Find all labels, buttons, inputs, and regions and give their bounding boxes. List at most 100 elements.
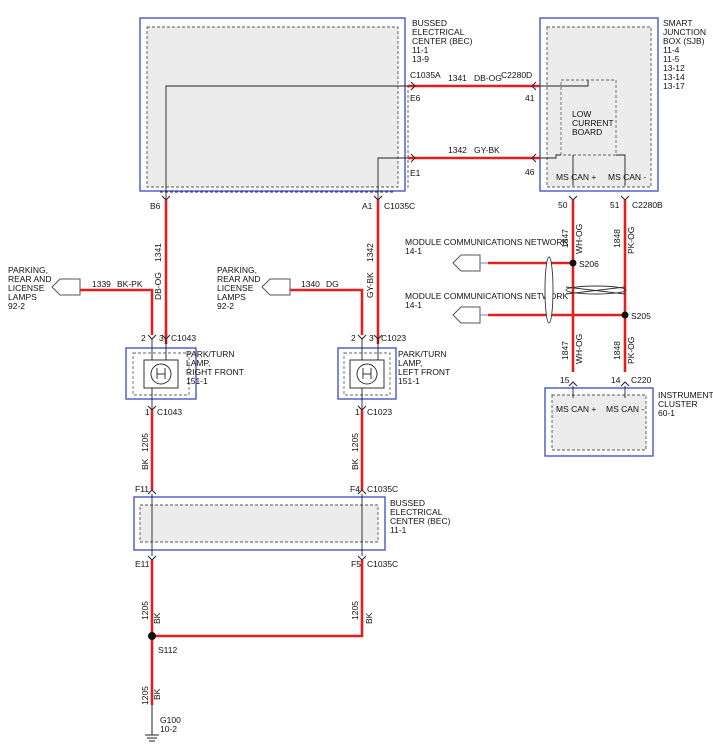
lamp-lf-label-1: PARK/TURN — [398, 349, 447, 359]
mid-parking-label-2: REAR AND — [217, 274, 260, 284]
lamp-rf-label-3: RIGHT FRONT — [186, 367, 244, 377]
wire-1205-right-lower — [152, 560, 364, 638]
lamp-right-front: 2 3 C1043 PARK/TURN LAMP, RIGHT FRONT 15… — [125, 333, 244, 417]
bec-top-title-1: BUSSED — [412, 18, 447, 28]
wire-1205-l2-num: 1205 — [140, 601, 150, 620]
wire-1205-l1-num: 1205 — [140, 433, 150, 452]
lamp-lf-pin2: 2 — [351, 333, 356, 343]
wire-1205-l2-color: BK — [152, 612, 162, 624]
bec-top-pin-c1035c: C1035C — [384, 201, 415, 211]
lamp-lf-label-4: 151-1 — [398, 376, 420, 386]
network-label2-ref: 14-1 — [405, 300, 422, 310]
wire-1848-a-num: 1848 — [612, 229, 622, 248]
left-parking-label-2: REAR AND — [8, 274, 51, 284]
wire-1205-bottom-num: 1205 — [140, 686, 150, 705]
lamp-rf-label-2: LAMP, — [186, 358, 210, 368]
wire-1342-vert-color: GY-BK — [365, 272, 375, 298]
wire-1341-top-color: DB-OG — [474, 73, 502, 83]
lcb-label-2: CURRENT — [572, 118, 614, 128]
mid-parking-label-1: PARKING, — [217, 265, 257, 275]
sjb-title-4: 11-4 — [663, 45, 680, 55]
ground-g100-label: G100 — [160, 715, 181, 725]
cluster-ms-can-minus: MS CAN - — [606, 404, 644, 414]
lamp-left-front: 2 3 C1023 PARK/TURN LAMP, LEFT FRONT 151… — [337, 333, 450, 417]
cluster-title-1: INSTRUMENT — [658, 390, 713, 400]
left-parking-label-1: PARKING, — [8, 265, 48, 275]
cluster-title-3: 60-1 — [658, 408, 675, 418]
mid-parking-label-3: LICENSE — [217, 283, 254, 293]
sjb: SMART JUNCTION BOX (SJB) 11-4 11-5 13-12… — [501, 17, 706, 210]
network-ref-1: MODULE COMMUNICATIONS NETWORK 14-1 — [405, 237, 569, 272]
sjb-title-7: 13-14 — [663, 72, 685, 82]
lcb-label-3: BOARD — [572, 127, 602, 137]
wire-1848-b-num: 1848 — [612, 341, 622, 360]
lamp-lf-label-3: LEFT FRONT — [398, 367, 450, 377]
left-parking-label-5: 92-2 — [8, 301, 25, 311]
bec-bottom-title-3: CENTER (BEC) — [390, 516, 451, 526]
bec-top-pin-a1: A1 — [362, 201, 373, 211]
bec-bottom-f11: F11 — [135, 484, 149, 494]
bec-bottom-f4: F4 — [350, 484, 360, 494]
wire-1205-r1-color: BK — [350, 458, 360, 470]
splice-s206 — [569, 259, 577, 267]
bec-top: BUSSED ELECTRICAL CENTER (BEC) 11-1 13-9… — [139, 17, 473, 211]
lcb-label-1: LOW — [572, 109, 591, 119]
wire-1205-bottom-color: BK — [152, 688, 162, 700]
sjb-title-2: JUNCTION — [663, 27, 706, 37]
wire-1341-top-num: 1341 — [448, 73, 467, 83]
left-parking-label-3: LICENSE — [8, 283, 45, 293]
sjb-pin-50: 50 — [558, 200, 568, 210]
splice-s112 — [148, 632, 156, 640]
wire-1339-num: 1339 — [92, 279, 111, 289]
sjb-pin-46: 46 — [525, 167, 535, 177]
bec-bottom-e11: E11 — [135, 559, 150, 569]
sjb-title-3: BOX (SJB) — [663, 36, 705, 46]
wire-1205-r2-color: BK — [364, 612, 374, 624]
network-ref-2: MODULE COMMUNICATIONS NETWORK 14-1 — [405, 291, 569, 324]
splice-s112-label: S112 — [158, 645, 177, 655]
twisted-pair-symbol — [544, 256, 627, 324]
wire-1342-top-num: 1342 — [448, 145, 467, 155]
wire-1340-color: DG — [326, 279, 339, 289]
wire-1847-a-color: WH-OG — [574, 224, 584, 254]
bec-bottom: F11 F4 C1035C BUSSED ELECTRICAL CENTER (… — [133, 484, 451, 569]
bec-top-pin-c1035a: C1035A — [410, 70, 441, 80]
sjb-ms-can-plus: MS CAN + — [556, 172, 596, 182]
sjb-title-1: SMART — [663, 18, 693, 28]
bec-top-title-5: 13-9 — [412, 54, 429, 64]
wire-1341-vert-num: 1341 — [153, 243, 163, 262]
sjb-title-8: 13-17 — [663, 81, 685, 91]
bec-top-pin-b6: B6 — [150, 201, 161, 211]
network-label1-title: MODULE COMMUNICATIONS NETWORK — [405, 237, 569, 247]
wire-1339 — [80, 288, 154, 335]
left-parking-lamps-ref: PARKING, REAR AND LICENSE LAMPS 92-2 — [8, 265, 81, 311]
wire-1848-a-color: PK-OG — [626, 227, 636, 254]
bec-bottom-title-4: 11-1 — [390, 525, 407, 535]
wire-1340-num: 1340 — [301, 279, 320, 289]
sjb-pin-c2280b: C2280B — [632, 200, 663, 210]
bec-bottom-f5: F5 — [351, 559, 361, 569]
wire-1847-b-color: WH-OG — [574, 334, 584, 364]
splice-s205-label: S205 — [631, 311, 651, 321]
ground-ref: 10-2 — [160, 724, 177, 734]
left-parking-label-4: LAMPS — [8, 292, 37, 302]
lamp-rf-pin2: 2 — [141, 333, 146, 343]
cluster-ms-can-plus: MS CAN + — [556, 404, 596, 414]
wire-1341-vert-color: DB-OG — [153, 272, 163, 300]
bec-top-pin-e1: E1 — [410, 168, 421, 178]
wire-1848-b-color: PK-OG — [626, 337, 636, 364]
lamp-lf-pin3: 3 — [369, 333, 374, 343]
bec-top-pin-e6: E6 — [410, 93, 421, 103]
mid-parking-lamps-ref: PARKING, REAR AND LICENSE LAMPS 92-2 — [217, 265, 291, 311]
bec-top-title-4: 11-1 — [412, 45, 429, 55]
lamp-rf-label-1: PARK/TURN — [186, 349, 235, 359]
cluster-pin-14: 14 — [611, 375, 621, 385]
sjb-title-5: 11-5 — [663, 54, 680, 64]
bec-top-title-2: ELECTRICAL — [412, 27, 465, 37]
wire-1847-a-num: 1847 — [560, 229, 570, 248]
wire-1205-r1-num: 1205 — [350, 433, 360, 452]
lamp-rf-pin1: 1 — [145, 407, 150, 417]
lamp-lf-c-bottom: C1023 — [367, 407, 392, 417]
sjb-title-6: 13-12 — [663, 63, 685, 73]
